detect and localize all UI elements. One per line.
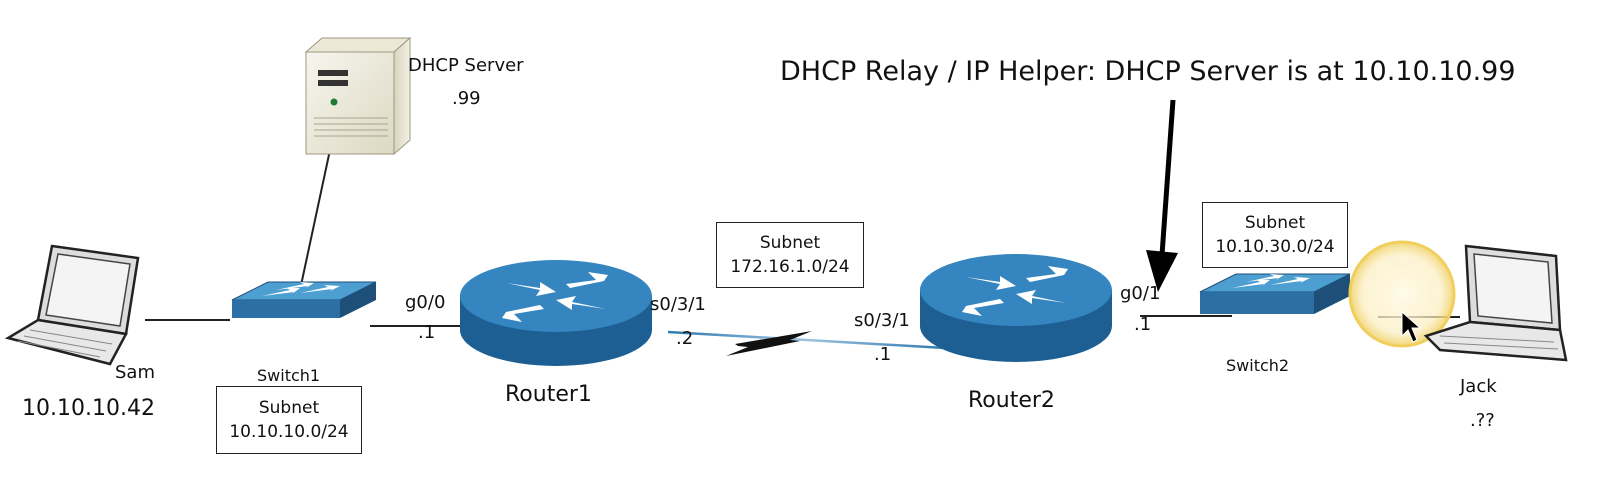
router1-s0-3-1-ip: .2 xyxy=(676,328,694,349)
annotation-arrow-icon xyxy=(1146,99,1178,292)
router2-icon xyxy=(920,254,1112,362)
link-server-switch1 xyxy=(299,149,331,291)
subnet-lan1-title: Subnet xyxy=(258,398,320,418)
subnet-box-lan2: Subnet 10.10.30.0/24 xyxy=(1202,202,1348,268)
router2-s0-3-1-ip: .1 xyxy=(874,344,892,365)
router2-g0-1-label: g0/1 xyxy=(1120,283,1161,304)
cursor-highlight xyxy=(1348,240,1456,348)
sam-label: Sam xyxy=(115,362,155,383)
dhcp-relay-annotation: DHCP Relay / IP Helper: DHCP Server is a… xyxy=(780,56,1516,87)
router2-g0-1-ip: .1 xyxy=(1134,314,1152,335)
mouse-cursor-icon xyxy=(1401,310,1422,343)
switch1-label: Switch1 xyxy=(257,366,321,385)
subnet-box-lan1: Subnet 10.10.10.0/24 xyxy=(216,386,362,454)
switch2-icon xyxy=(1199,273,1351,314)
router1-s0-3-1-label: s0/3/1 xyxy=(650,294,706,315)
dhcp-server-label: DHCP Server xyxy=(408,55,524,76)
router2-label: Router2 xyxy=(968,388,1055,413)
router1-g0-0-ip: .1 xyxy=(418,322,436,343)
subnet-lan2-title: Subnet xyxy=(1244,213,1306,233)
router1-label: Router1 xyxy=(505,382,592,407)
switch1-icon xyxy=(231,281,377,318)
router1-icon xyxy=(460,260,652,366)
subnet-wan-cidr: 172.16.1.0/24 xyxy=(730,257,850,277)
subnet-box-wan: Subnet 172.16.1.0/24 xyxy=(716,222,864,288)
subnet-lan1-cidr: 10.10.10.0/24 xyxy=(229,422,349,442)
dhcp-server-address: .99 xyxy=(452,88,481,109)
subnet-wan-title: Subnet xyxy=(759,233,821,253)
subnet-lan2-cidr: 10.10.30.0/24 xyxy=(1215,237,1335,257)
links xyxy=(145,149,1460,356)
jack-ip: .?? xyxy=(1470,410,1495,431)
switch2-label: Switch2 xyxy=(1226,356,1290,375)
serial-lightning-icon xyxy=(726,331,812,356)
jack-laptop-icon xyxy=(1423,244,1568,362)
router1-g0-0-label: g0/0 xyxy=(405,292,446,313)
router2-s0-3-1-label: s0/3/1 xyxy=(854,310,910,331)
link-router1-router2-serial xyxy=(667,330,946,350)
jack-label: Jack xyxy=(1460,376,1497,397)
sam-laptop-icon xyxy=(4,244,140,366)
dhcp-server-icon xyxy=(304,36,412,156)
sam-ip: 10.10.10.42 xyxy=(22,396,155,421)
